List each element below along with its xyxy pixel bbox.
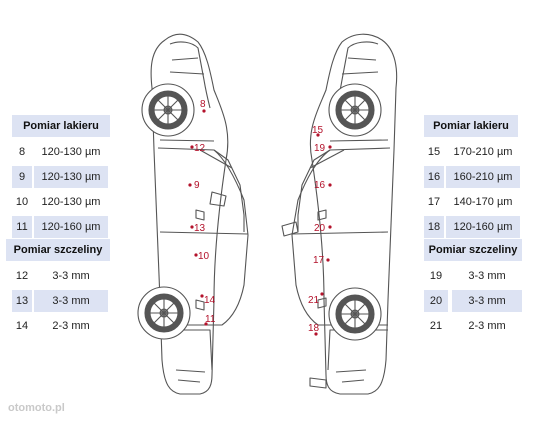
row-number: 18 bbox=[424, 216, 444, 238]
svg-text:8: 8 bbox=[200, 99, 206, 110]
row-value: 120-130 µm bbox=[41, 196, 101, 208]
table-row: 14 2-3 mm bbox=[12, 315, 108, 337]
left-car-markers: 8 12 9 13 10 14 11 bbox=[188, 99, 216, 326]
table-row: 19 3-3 mm bbox=[424, 265, 522, 287]
row-value: 3-3 mm bbox=[468, 270, 506, 282]
row-number: 10 bbox=[15, 196, 29, 208]
svg-text:9: 9 bbox=[194, 180, 200, 191]
left-car-wheels bbox=[137, 83, 195, 340]
row-number: 9 bbox=[12, 166, 32, 188]
row-number: 16 bbox=[424, 166, 444, 188]
svg-text:19: 19 bbox=[314, 143, 326, 154]
marker-19: 19 bbox=[314, 143, 332, 154]
marker-13: 13 bbox=[190, 223, 206, 234]
right-gap-header: Pomiar szczeliny bbox=[424, 239, 522, 261]
svg-text:17: 17 bbox=[313, 255, 325, 266]
row-value: 2-3 mm bbox=[52, 320, 90, 332]
row-number: 12 bbox=[15, 270, 29, 282]
marker-15: 15 bbox=[312, 125, 324, 137]
svg-text:20: 20 bbox=[314, 223, 326, 234]
marker-18: 18 bbox=[308, 323, 320, 336]
table-row: 12 3-3 mm bbox=[12, 265, 108, 287]
right-paint-header: Pomiar lakieru bbox=[424, 115, 518, 137]
row-number: 11 bbox=[12, 216, 32, 238]
marker-12: 12 bbox=[190, 143, 206, 154]
row-number: 20 bbox=[424, 290, 448, 312]
right-car-outline bbox=[281, 33, 398, 395]
svg-text:14: 14 bbox=[204, 295, 216, 306]
row-number: 13 bbox=[12, 290, 32, 312]
marker-8: 8 bbox=[200, 99, 206, 113]
svg-text:12: 12 bbox=[194, 143, 206, 154]
row-value: 170-210 µm bbox=[453, 146, 513, 158]
svg-text:18: 18 bbox=[308, 323, 320, 334]
row-value: 140-170 µm bbox=[453, 196, 513, 208]
svg-text:11: 11 bbox=[205, 314, 216, 325]
table-row: 21 2-3 mm bbox=[424, 315, 522, 337]
right-car-wheels bbox=[328, 83, 382, 341]
row-value: 120-160 µm bbox=[446, 216, 520, 238]
marker-17: 17 bbox=[313, 255, 330, 266]
row-value: 3-3 mm bbox=[452, 290, 522, 312]
marker-9: 9 bbox=[188, 180, 200, 191]
row-value: 2-3 mm bbox=[468, 320, 506, 332]
row-number: 17 bbox=[427, 196, 441, 208]
svg-text:10: 10 bbox=[198, 251, 210, 262]
marker-14: 14 bbox=[200, 294, 216, 306]
row-number: 14 bbox=[15, 320, 29, 332]
marker-21: 21 bbox=[308, 292, 324, 306]
left-gap-header: Pomiar szczeliny bbox=[6, 239, 110, 261]
table-row: 17 140-170 µm bbox=[424, 191, 520, 213]
marker-16: 16 bbox=[314, 180, 332, 191]
table-row: 15 170-210 µm bbox=[424, 141, 520, 163]
svg-text:16: 16 bbox=[314, 180, 326, 191]
row-value: 160-210 µm bbox=[446, 166, 520, 188]
row-value: 3-3 mm bbox=[52, 270, 90, 282]
row-value: 3-3 mm bbox=[34, 290, 108, 312]
row-value: 120-130 µm bbox=[34, 166, 108, 188]
row-number: 19 bbox=[429, 270, 443, 282]
marker-11: 11 bbox=[204, 314, 216, 326]
svg-text:21: 21 bbox=[308, 295, 320, 306]
marker-10: 10 bbox=[194, 251, 210, 262]
row-number: 15 bbox=[427, 146, 441, 158]
watermark: otomoto.pl bbox=[8, 402, 65, 414]
row-value: 120-130 µm bbox=[41, 146, 101, 158]
left-paint-header: Pomiar lakieru bbox=[12, 115, 110, 137]
svg-text:13: 13 bbox=[194, 223, 206, 234]
table-row: 8 120-130 µm bbox=[12, 141, 108, 163]
row-number: 21 bbox=[429, 320, 443, 332]
marker-20: 20 bbox=[314, 223, 332, 234]
svg-text:15: 15 bbox=[312, 125, 324, 136]
row-value: 120-160 µm bbox=[34, 216, 108, 238]
row-number: 8 bbox=[18, 146, 26, 158]
table-row: 10 120-130 µm bbox=[12, 191, 108, 213]
right-car-markers: 15 19 16 20 17 21 18 bbox=[308, 125, 332, 336]
left-car-outline bbox=[150, 33, 249, 395]
